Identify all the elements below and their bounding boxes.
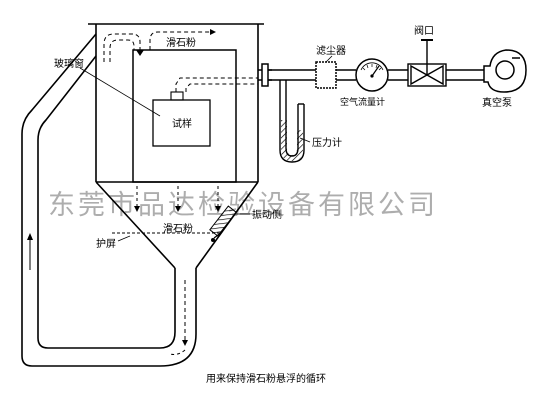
settling-arrowheads	[134, 206, 221, 212]
suction-pipe	[258, 63, 484, 87]
label-sample: 试样	[172, 117, 192, 130]
return-flow-arrow	[27, 233, 33, 270]
internal-air-path-2	[185, 83, 258, 92]
sample-connector	[170, 91, 184, 101]
test-chamber	[88, 23, 264, 269]
label-talc-powder: 滑石粉	[163, 222, 193, 235]
leader-lines	[79, 55, 333, 242]
label-dust-filter: 滤尘器	[316, 44, 346, 57]
vibrator	[209, 205, 237, 242]
circulation-tube	[21, 33, 197, 367]
glass-window	[132, 49, 237, 183]
top-flow-arrows	[103, 31, 210, 62]
label-guard-screen: 护屏	[96, 237, 116, 250]
label-glass-window: 玻璃窗	[54, 57, 84, 70]
label-valve: 阀口	[414, 24, 434, 37]
label-air-flow-meter: 空气流量计	[340, 96, 385, 108]
watermark: 东莞市品达检验设备有限公司	[48, 190, 438, 221]
label-pressure-gauge: 压力计	[312, 136, 342, 149]
label-circulation-note: 用来保持滑石粉悬浮的循环	[206, 372, 326, 385]
vacuum-pump	[483, 49, 527, 93]
valve	[407, 39, 447, 87]
neck-flow-arrow	[169, 280, 188, 355]
internal-air-path	[175, 77, 258, 92]
label-talc-powder-top: 滑石粉	[166, 36, 196, 49]
manometer-fluid	[281, 120, 303, 161]
label-vibrator: 振动侧	[252, 208, 282, 221]
air-flow-meter	[355, 58, 389, 92]
label-vacuum-pump: 真空泵	[482, 96, 512, 109]
top-flow-arrowheads	[136, 29, 216, 56]
dust-filter	[315, 61, 337, 89]
